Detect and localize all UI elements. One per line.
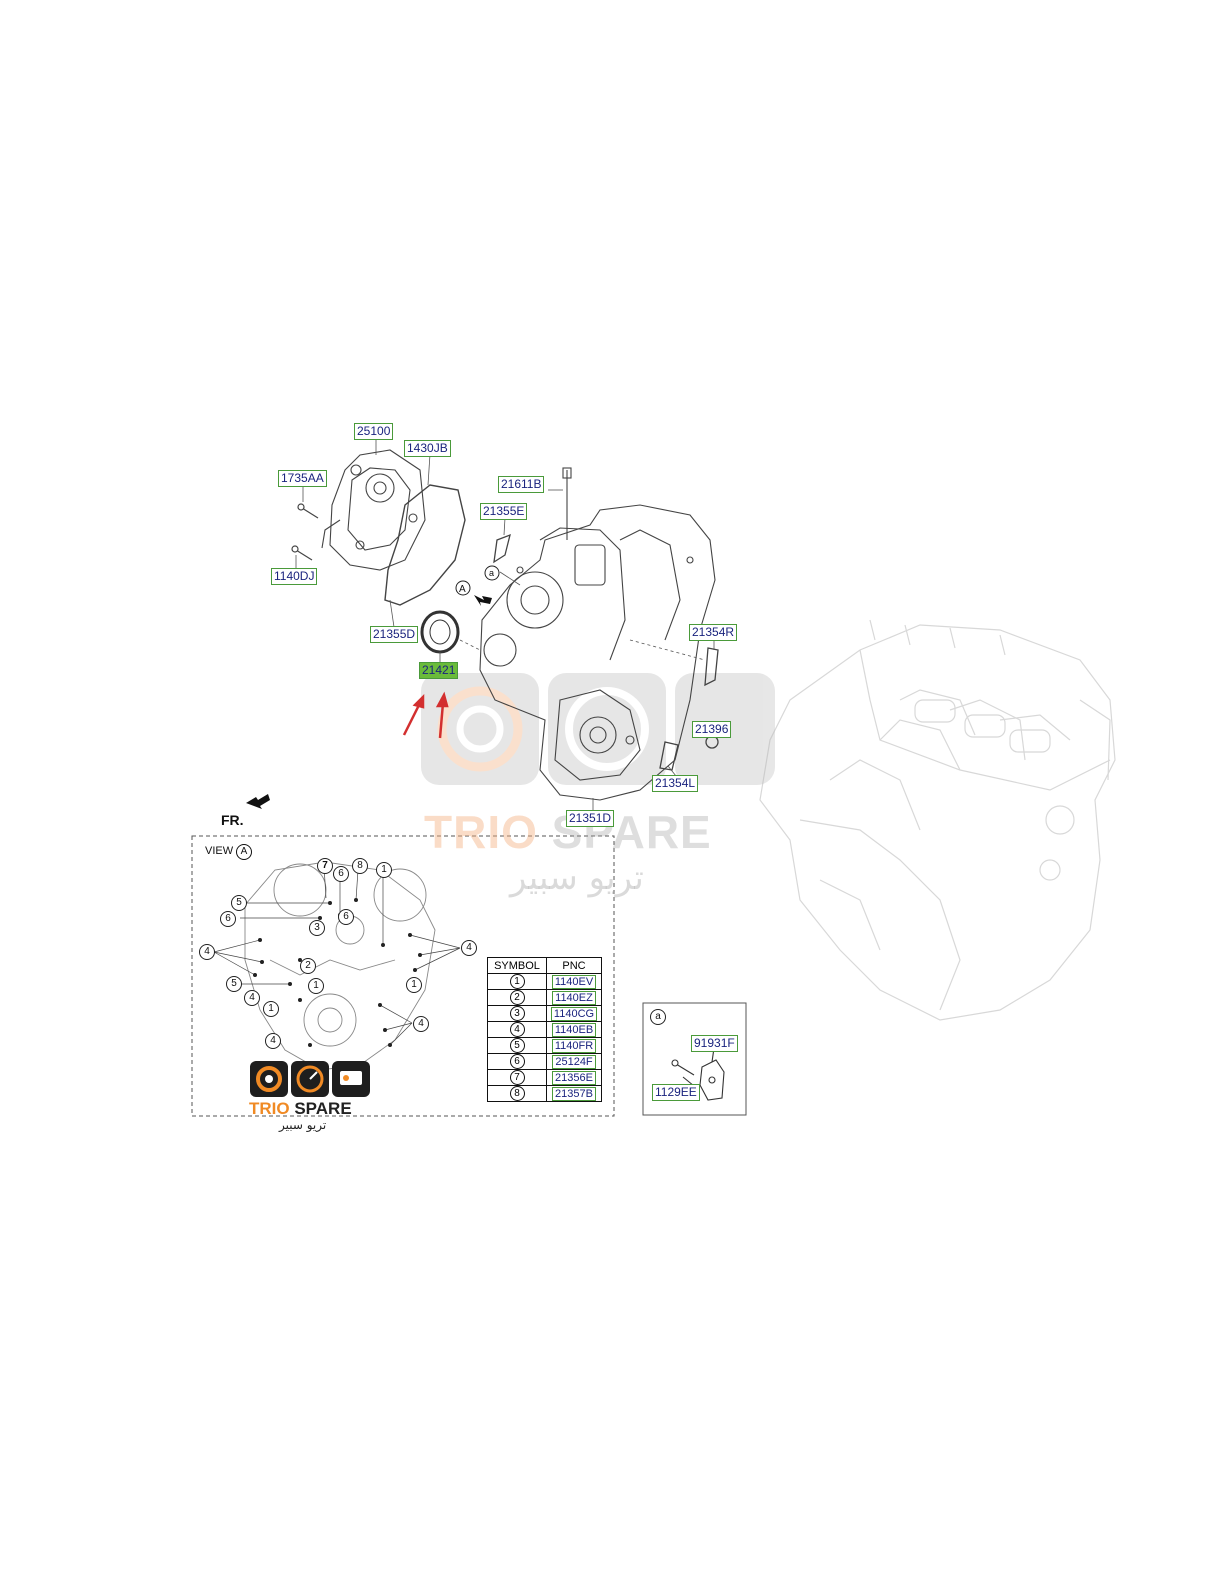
view-direction-arrow	[474, 595, 492, 606]
part-1430jb[interactable]: 1430JB	[404, 440, 451, 457]
view-callout-4: 4	[461, 940, 477, 956]
logo-arabic: تريو سبير	[279, 1118, 327, 1132]
symbol-circle: 1	[509, 974, 525, 989]
view-callout-8: 8	[352, 858, 368, 874]
symbol-circle: 7	[509, 1070, 525, 1085]
table-row: 2 1140EZ	[487, 989, 602, 1006]
header-pnc: PNC	[546, 957, 602, 974]
leader-lines	[295, 438, 715, 811]
table-row: 5 1140FR	[487, 1037, 602, 1054]
view-a-cover-outline	[244, 861, 436, 1071]
front-arrow	[246, 794, 270, 809]
view-marker-circle	[455, 580, 471, 596]
part-1735aa[interactable]: 1735AA	[278, 470, 327, 487]
view-callout-6: 6	[333, 866, 349, 882]
pnc-link[interactable]: 25124F	[552, 1054, 596, 1069]
pnc-link[interactable]: 21357B	[552, 1086, 596, 1101]
detail-box-frame	[642, 1002, 747, 1116]
view-letter: A	[236, 844, 252, 860]
symbol-circle: 2	[509, 990, 525, 1005]
table-row: 3 1140CG	[487, 1005, 602, 1022]
view-callout-5: 5	[226, 976, 242, 992]
view-label: VIEW	[205, 845, 234, 857]
view-marker: A	[459, 584, 466, 595]
symbol-circle: 4	[509, 1022, 525, 1037]
watermark-arabic: تريو سبير	[510, 858, 644, 898]
engine-block-outline	[759, 619, 1116, 1021]
view-callout-1: 1	[263, 1001, 279, 1017]
view-a-leaders	[213, 865, 461, 1046]
part-91931f[interactable]: 91931F	[691, 1035, 738, 1052]
part-21421-highlighted[interactable]: 21421	[419, 662, 459, 679]
pnc-link[interactable]: 1140EB	[551, 1022, 597, 1037]
symbol-circle: 5	[509, 1038, 525, 1053]
part-1140dj[interactable]: 1140DJ	[271, 568, 318, 585]
table-row: 8 21357B	[487, 1085, 602, 1102]
table-row: 1 1140EV	[487, 973, 602, 990]
part-1129ee[interactable]: 1129EE	[652, 1084, 700, 1101]
callout-a: a	[489, 568, 494, 578]
logo-brand: TRIO SPARE	[249, 1099, 352, 1119]
symbol-pnc-table: SYMBOL PNC 1 1140EV 2 1140EZ 3 1140CG 4 1140…	[487, 957, 602, 1102]
table-row: 7 21356E	[487, 1069, 602, 1086]
part-25100[interactable]: 25100	[354, 423, 394, 440]
view-callout-1: 1	[308, 978, 324, 994]
bolts	[291, 503, 319, 561]
pnc-link[interactable]: 1140EV	[551, 974, 597, 989]
logo-brand-dark: SPARE	[294, 1099, 352, 1118]
front-label: FR.	[221, 812, 244, 828]
view-callout-4: 4	[265, 1033, 281, 1049]
view-a-frame	[191, 835, 615, 1117]
view-callout-6: 6	[220, 911, 236, 927]
highlight-arrows	[402, 691, 449, 739]
watermark-brand-orange: TRIO	[424, 806, 538, 858]
part-21355e[interactable]: 21355E	[480, 503, 528, 520]
table-header-row: SYMBOL PNC	[487, 957, 602, 974]
symbol-circle: 3	[509, 1006, 525, 1021]
table-row: 6 25124F	[487, 1053, 602, 1070]
o-rings	[493, 533, 719, 771]
view-callout-5: 5	[231, 895, 247, 911]
part-21354r[interactable]: 21354R	[689, 624, 738, 641]
pnc-link[interactable]: 1140EZ	[552, 990, 596, 1005]
pnc-link[interactable]: 1140FR	[551, 1038, 597, 1053]
view-callout-4: 4	[413, 1016, 429, 1032]
part-21354l[interactable]: 21354L	[652, 775, 699, 792]
view-callout-2: 2	[300, 958, 316, 974]
symbol-circle: 8	[509, 1086, 525, 1101]
timing-cover	[479, 467, 716, 801]
view-callout-4: 4	[244, 990, 260, 1006]
symbol-circle: 6	[509, 1054, 525, 1069]
part-21611b[interactable]: 21611B	[498, 476, 545, 493]
header-symbol: SYMBOL	[487, 957, 547, 974]
gasket-1430jb	[384, 484, 466, 606]
logo-icons	[250, 1061, 370, 1097]
part-21351d[interactable]: 21351D	[566, 810, 615, 827]
view-callout-4: 4	[199, 944, 215, 960]
oil-seal	[420, 610, 460, 654]
part-21355d[interactable]: 21355D	[370, 626, 419, 643]
view-callout-3: 3	[309, 920, 325, 936]
detail-box-label: a	[650, 1009, 666, 1025]
logo-brand-orange: TRIO	[249, 1099, 290, 1118]
water-pump	[321, 449, 426, 571]
view-callout-1: 1	[406, 977, 422, 993]
view-callout-6: 6	[338, 909, 354, 925]
part-21396[interactable]: 21396	[692, 721, 732, 738]
pnc-link[interactable]: 21356E	[552, 1070, 596, 1085]
view-callout-7: 7	[317, 858, 333, 874]
table-row: 4 1140EB	[487, 1021, 602, 1038]
pnc-link[interactable]: 1140CG	[550, 1006, 598, 1021]
callout-a-circle	[484, 565, 500, 581]
view-callout-1: 1	[376, 862, 392, 878]
